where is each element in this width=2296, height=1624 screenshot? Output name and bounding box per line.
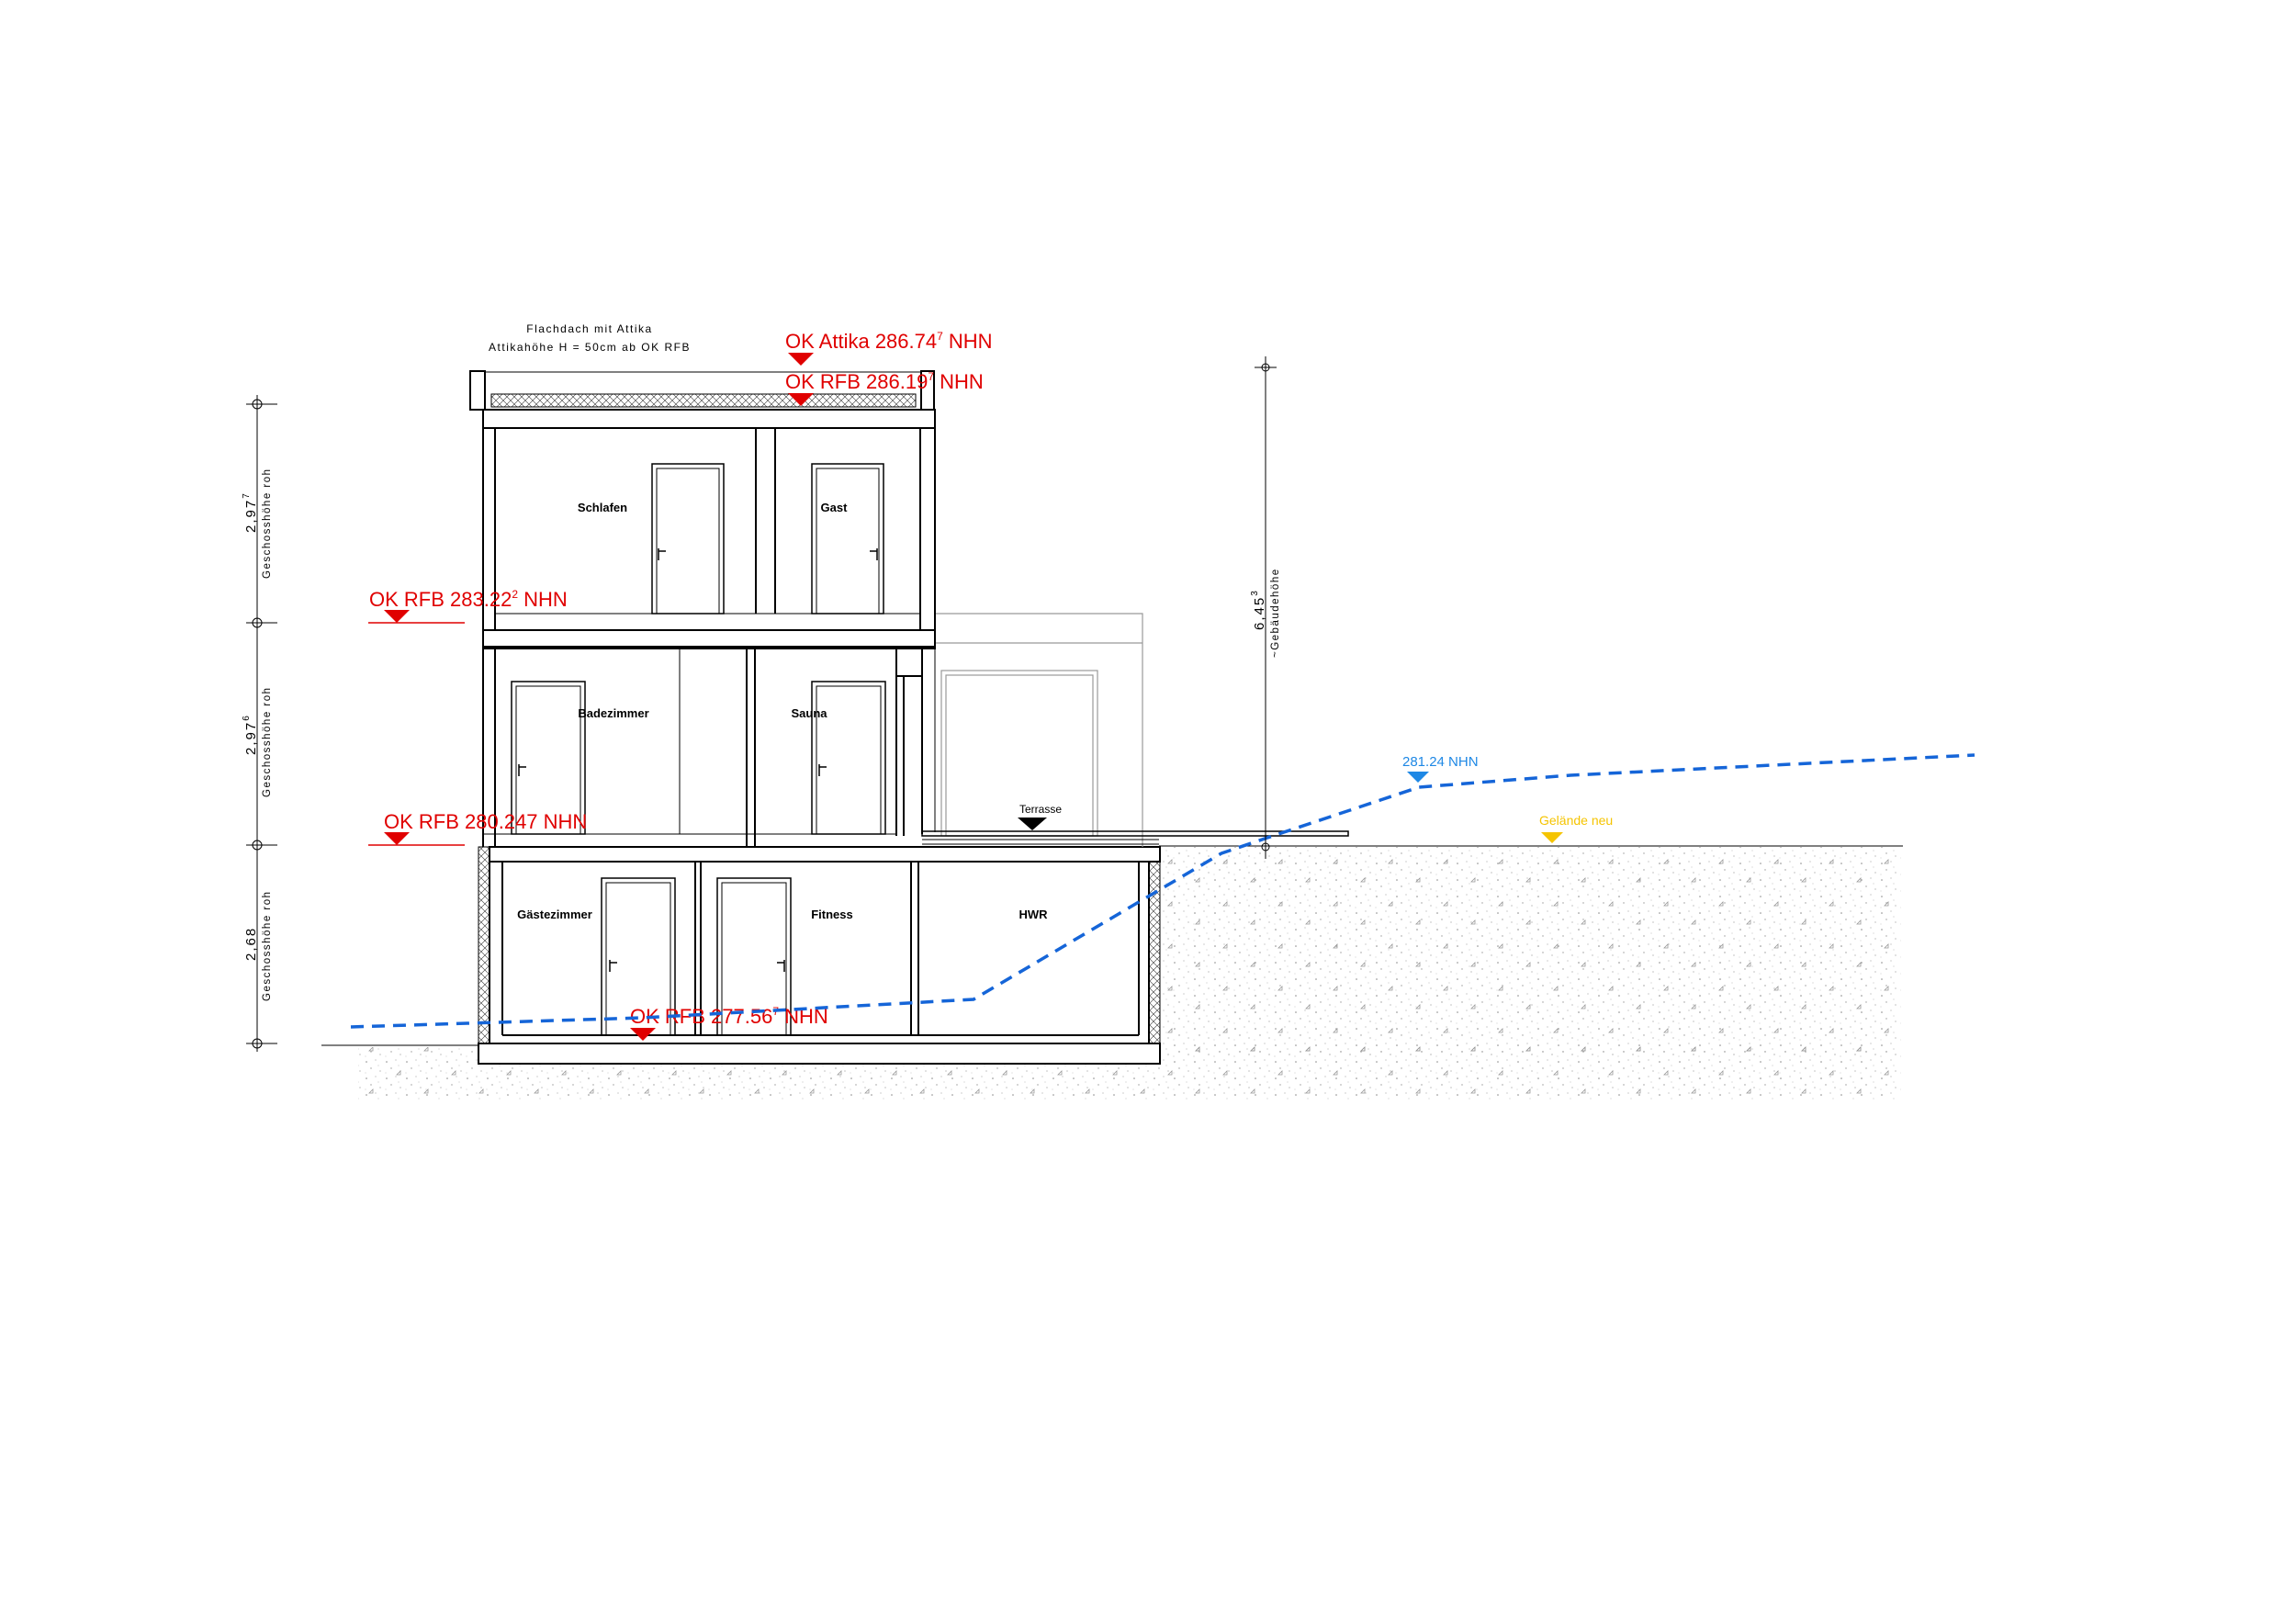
doors [511, 463, 886, 1036]
triangle-down-icon [1018, 818, 1047, 830]
roof-note-line1: Flachdach mit Attika [526, 322, 652, 335]
room-label-badezimmer: Badezimmer [578, 706, 648, 720]
terrace-slab [921, 830, 1349, 845]
svg-text:OK RFB 280.247 NHN: OK RFB 280.247 NHN [384, 810, 587, 833]
water-level-line [350, 753, 1975, 1029]
room-label-hwr: HWR [1019, 908, 1048, 921]
dimension-middle: 2,976 Geschosshöhe roh [242, 686, 273, 797]
terrain-new-marker: Gelände neu [1539, 813, 1613, 843]
terrace-marker: Terrasse [1018, 803, 1062, 830]
room-label-fitness: Fitness [811, 908, 853, 921]
upper-floor-structure [469, 370, 936, 648]
dimension-lower: 2,68 Geschosshöhe roh [243, 890, 273, 1001]
room-label-gast: Gast [821, 501, 849, 514]
svg-text:2,976: 2,976 [242, 714, 259, 755]
roof-gravel-layer [490, 393, 917, 408]
dimension-chain-left [246, 395, 277, 1052]
building-height-label: ~Gebäudehöhe [1270, 568, 1281, 658]
triangle-down-icon [788, 393, 814, 406]
svg-text:OK RFB 283.222 NHN: OK RFB 283.222 NHN [369, 588, 568, 611]
svg-text:Gelände neu: Gelände neu [1539, 813, 1613, 828]
triangle-down-icon [384, 610, 410, 623]
dimension-building-height [1255, 356, 1277, 859]
roof-note-line2: Attikahöhe H = 50cm ab OK RFB [489, 341, 691, 354]
level-marker-upper: OK RFB 283.222 NHN [368, 588, 568, 624]
level-marker-attika: OK Attika 286.747 NHN [785, 330, 993, 366]
svg-text:Geschosshöhe roh: Geschosshöhe roh [262, 468, 273, 579]
svg-text:OK Attika 286.747 NHN: OK Attika 286.747 NHN [785, 330, 993, 353]
svg-text:Geschosshöhe roh: Geschosshöhe roh [262, 890, 273, 1001]
water-level-marker: 281.24 NHN [1402, 754, 1479, 783]
triangle-down-icon [384, 832, 410, 845]
basement-structure [478, 846, 1161, 1065]
room-label-gaestezimmer: Gästezimmer [517, 908, 592, 921]
triangle-down-icon [630, 1028, 656, 1041]
room-label-schlafen: Schlafen [578, 501, 627, 514]
svg-text:Terrasse: Terrasse [1019, 803, 1062, 816]
soil-hatching [358, 847, 1901, 1100]
svg-text:2,977: 2,977 [242, 491, 259, 533]
svg-text:281.24 NHN: 281.24 NHN [1402, 754, 1479, 770]
svg-text:Geschosshöhe roh: Geschosshöhe roh [262, 686, 273, 797]
triangle-down-icon [1407, 772, 1429, 783]
level-marker-ground: OK RFB 280.247 NHN [368, 810, 587, 846]
triangle-down-icon [1541, 832, 1563, 843]
building-height-value: 6,453 [1250, 589, 1267, 630]
svg-text:OK RFB 286.197 NHN: OK RFB 286.197 NHN [785, 370, 984, 393]
svg-text:2,68: 2,68 [243, 927, 259, 961]
level-marker-roof: OK RFB 286.197 NHN [785, 370, 984, 406]
room-label-sauna: Sauna [791, 706, 827, 720]
dimension-upper: 2,977 Geschosshöhe roh [242, 468, 273, 579]
triangle-down-icon [788, 353, 814, 366]
